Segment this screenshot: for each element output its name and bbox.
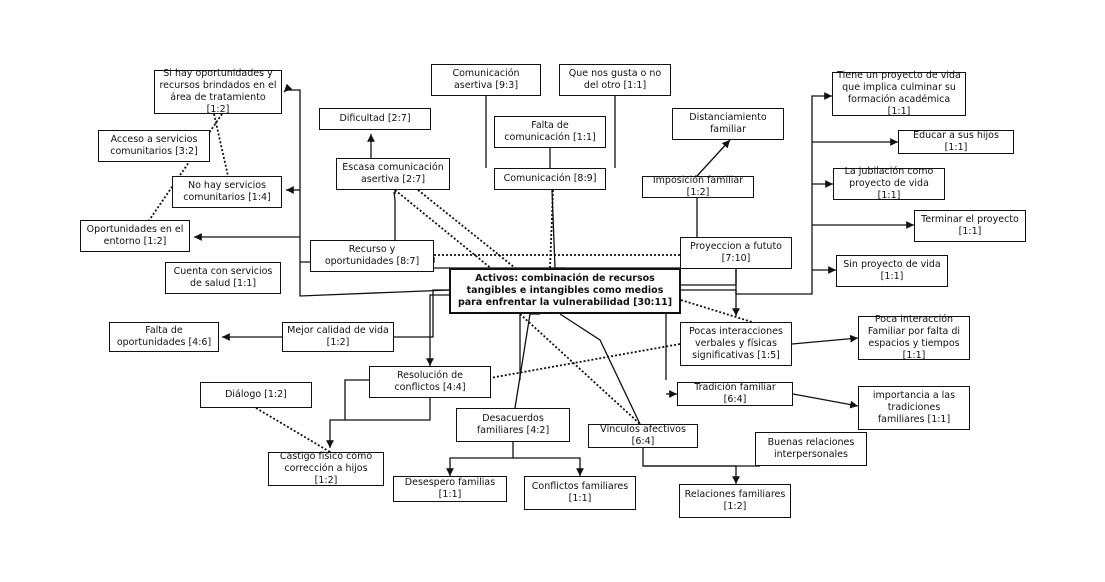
node-comunicacion-asertiva: Comunicación asertiva [9:3] — [431, 64, 541, 96]
node-dificultad: Dificultad [2:7] — [319, 108, 431, 130]
arrow-connector — [426, 294, 449, 366]
node-imposicion-familiar: Imposición familiar [1:2] — [642, 175, 754, 198]
node-proyeccion-futuro: Proyeccion a fututo [7:10] — [680, 237, 792, 269]
node-sin-proyecto: Sin proyecto de vida [1:1] — [836, 255, 948, 287]
node-conflictos-familiares: Conflictos familiares [1:1] — [524, 476, 636, 510]
node-cuenta-servicios-salud: Cuenta con servicios de salud [1:1] — [165, 262, 281, 294]
node-tradicion-familiar: Tradición familiar [6:4] — [677, 382, 793, 406]
node-jubilacion: La jubilación como proyecto de vida [1:1… — [833, 166, 945, 201]
node-importancia-tradiciones: importancia a las tradiciones familiares… — [858, 386, 970, 430]
arrow-connector — [513, 457, 584, 476]
arrow-connector — [681, 269, 737, 286]
arrow-connector — [446, 442, 514, 476]
node-educar-hijos: Educar a sus hijos [1:1] — [898, 130, 1014, 154]
node-tiene-proyecto: Tiene un proyecto de vida que implica cu… — [832, 70, 966, 117]
node-comunicacion: Comunicación [8:9] — [494, 168, 606, 190]
dotted-connector — [489, 343, 681, 379]
node-desespero-familias: Desespero familias [1:1] — [393, 476, 507, 502]
arrow-connector — [326, 398, 431, 448]
arrow-connector — [551, 189, 556, 269]
node-que-nos-gusta: Que nos gusta o no del otro [1:1] — [559, 64, 671, 96]
arrow-connector — [283, 83, 450, 297]
dotted-connector — [519, 313, 641, 425]
arrow-connector — [791, 334, 859, 345]
arrow-connector — [696, 139, 731, 177]
node-desacuerdos-familiares: Desacuerdos familiares [4:2] — [456, 408, 570, 442]
arrow-connector — [735, 92, 832, 295]
dotted-connector — [417, 189, 556, 301]
node-falta-comunicacion: Falta de comunicación [1:1] — [494, 116, 606, 148]
node-mejor-calidad-vida: Mejor calidad de vida [1:2] — [282, 322, 394, 352]
arrow-connector — [559, 313, 641, 425]
dotted-connector — [255, 407, 331, 453]
node-resolucion-conflictos: Resolución de conflictos [4:4] — [369, 366, 491, 398]
node-vinculos-afectivos: Vínculos afectivos [6:4] — [588, 424, 698, 448]
node-falta-oportunidades: Falta de oportunidades [4:6] — [109, 322, 219, 352]
dotted-connector — [213, 113, 229, 177]
node-si-hay-oportunidades: Si hay oportunidades y recursos brindado… — [154, 68, 282, 115]
node-terminar-proyecto: Terminar el proyecto [1:1] — [914, 210, 1026, 242]
node-relaciones-familiares: Relaciones familiares [1:2] — [679, 484, 791, 518]
central-node: Activos: combinación de recursos tangibl… — [449, 268, 681, 314]
node-poca-interaccion-familiar: Poca interacción Familiar por falta di e… — [858, 314, 970, 361]
node-escasa-comunicacion: Escasa comunicación asertiva [2:7] — [336, 158, 450, 190]
node-recurso-oportunidades: Recurso y oportunidades [8:7] — [310, 240, 434, 272]
node-buenas-relaciones: Buenas relaciones interpersonales — [755, 432, 867, 466]
dotted-connector — [680, 299, 753, 323]
node-castigo-fisico: Castigo físico como corrección a hijos [… — [268, 451, 384, 486]
node-no-hay-servicios: No hay servicios comunitarios [1:4] — [172, 176, 282, 208]
node-distanciamiento-familiar: Distanciamiento familiar — [672, 108, 784, 140]
node-oportunidades-entorno: Oportunidades en el entorno [1:2] — [80, 220, 190, 252]
arrow-connector — [792, 393, 859, 409]
node-dialogo: Diálogo [1:2] — [200, 382, 312, 408]
node-acceso-servicios: Acceso a servicios comunitarios [3:2] — [98, 130, 210, 162]
arrow-connector — [556, 198, 698, 269]
node-pocas-interacciones: Pocas interacciones verbales y físicas s… — [680, 322, 792, 366]
